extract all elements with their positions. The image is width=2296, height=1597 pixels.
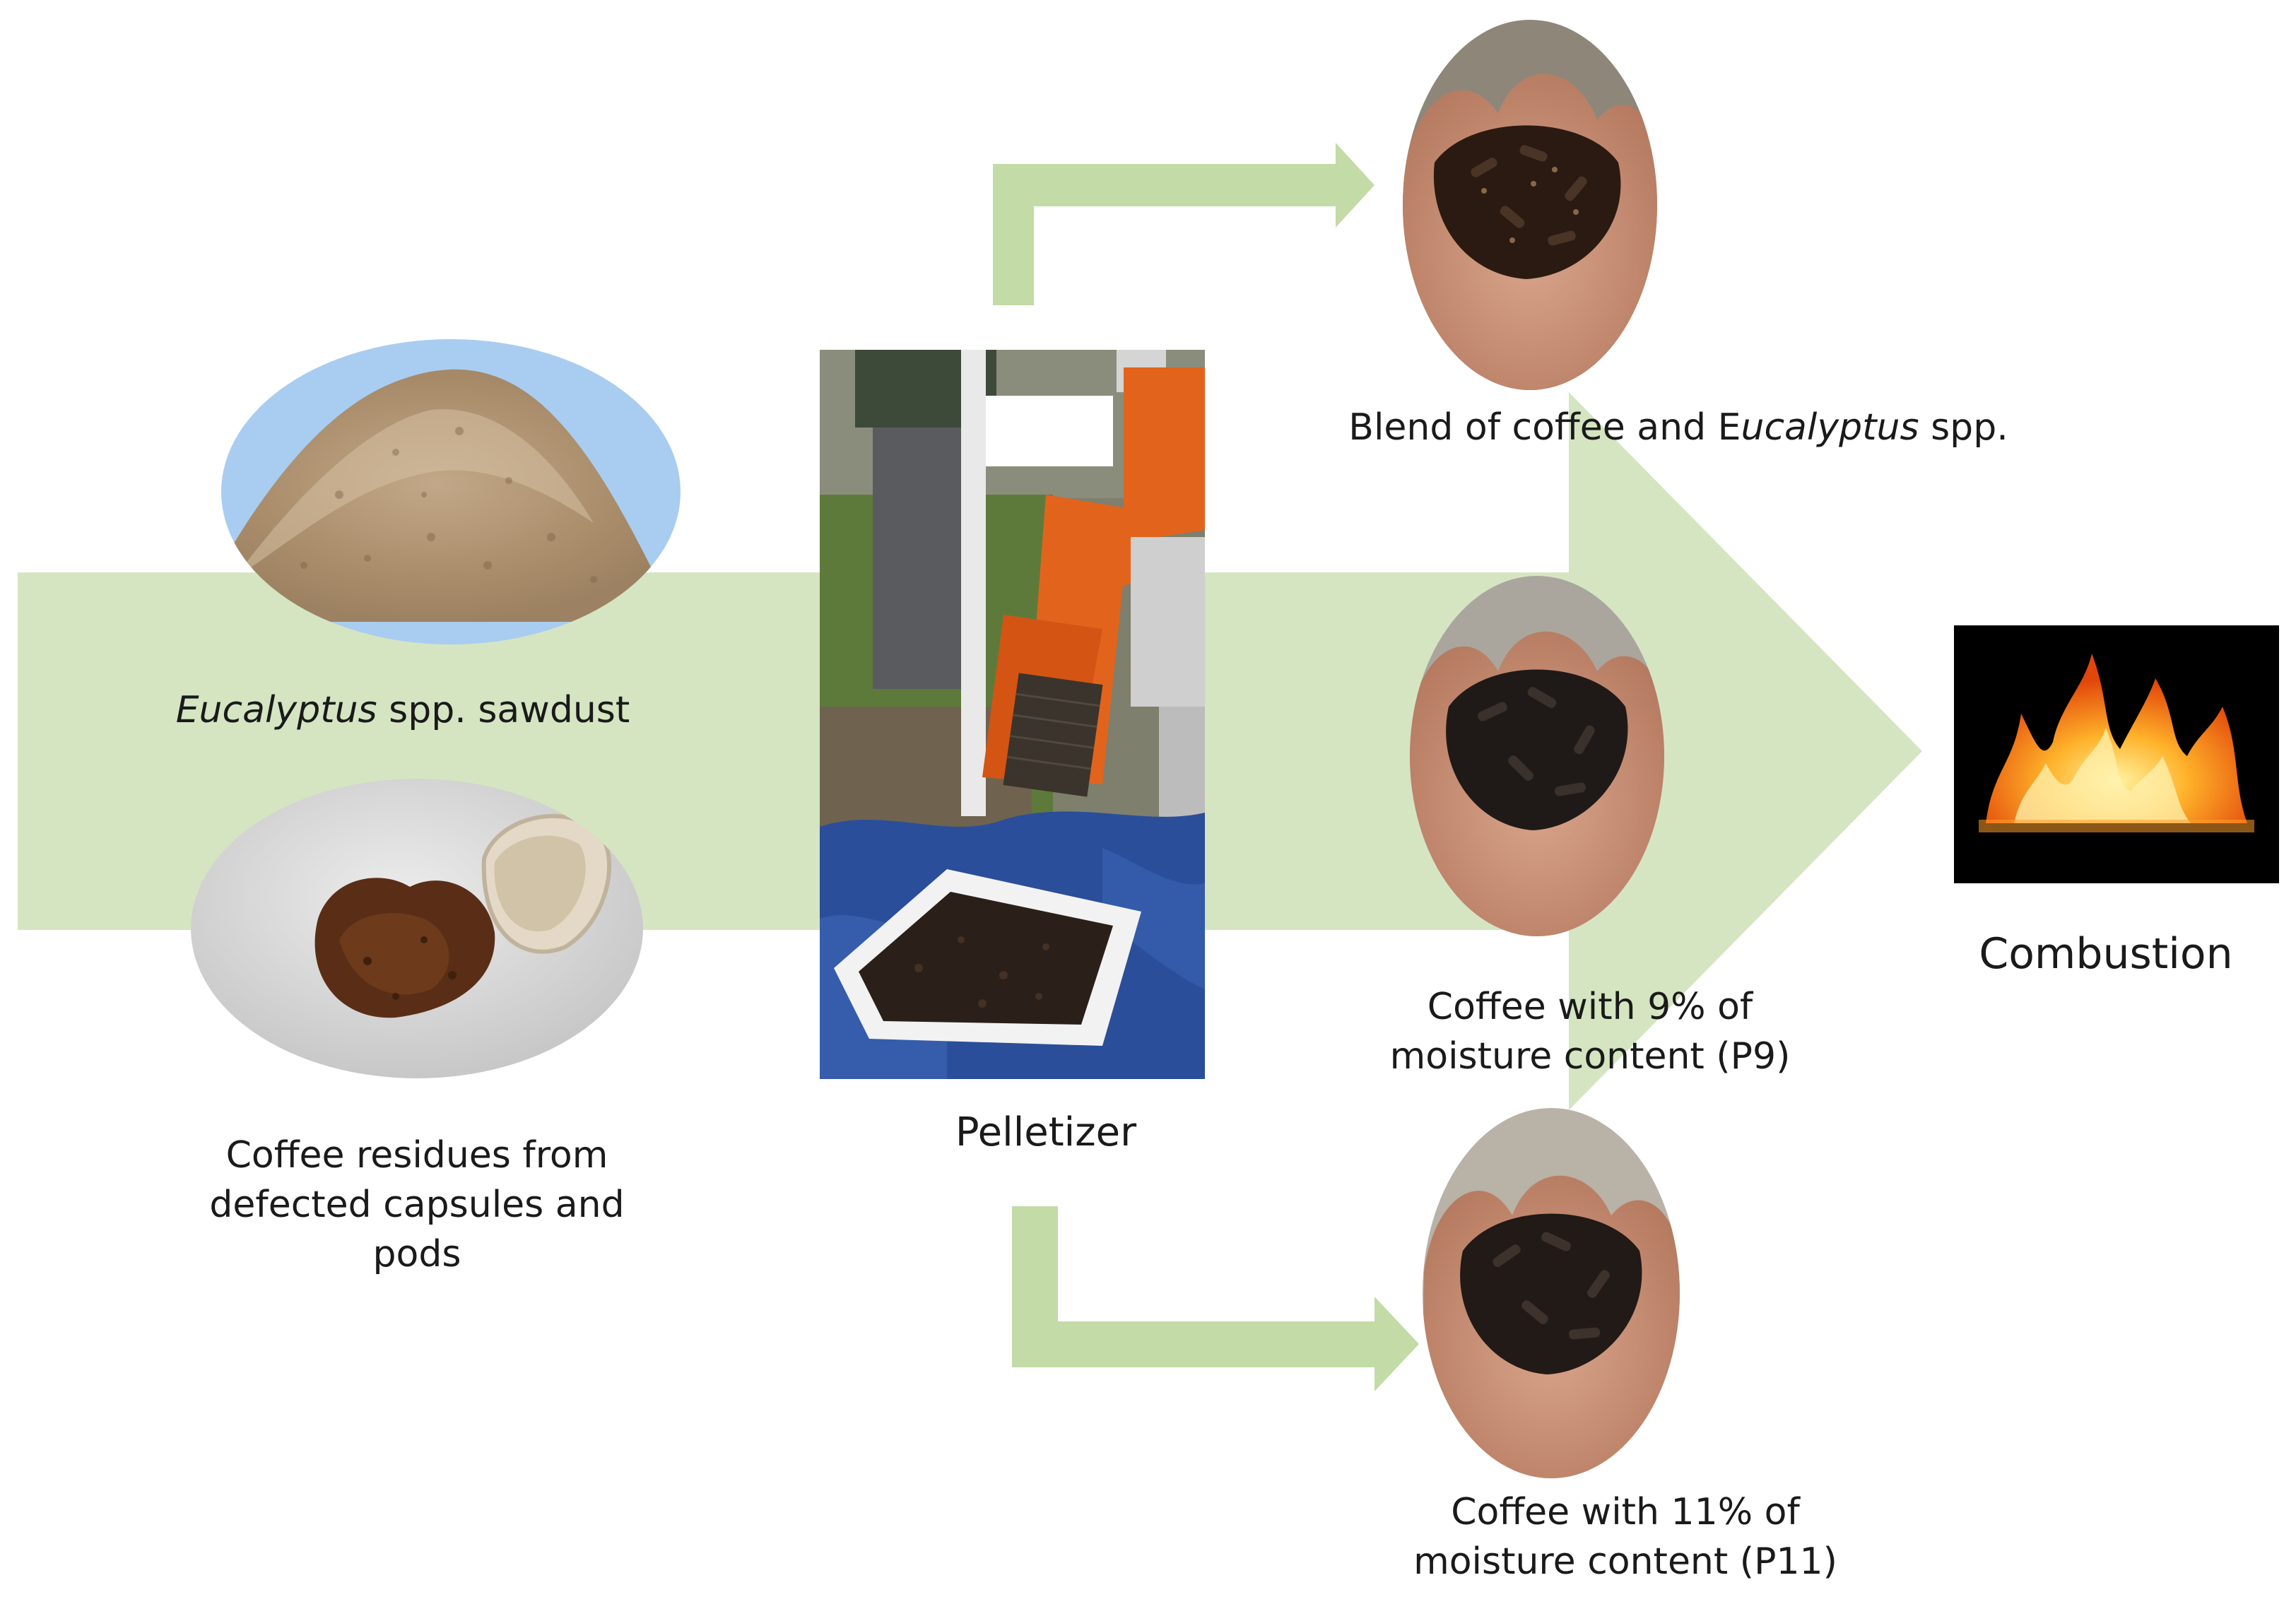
branch-arrow-blend: [993, 143, 1374, 305]
blend-label-post: spp.: [1919, 406, 2008, 449]
combustion-label: Combustion: [1979, 929, 2233, 979]
pelletizer-label: Pelletizer: [955, 1109, 1137, 1155]
p11-label-line-2: moisture content (P11): [1413, 1540, 1837, 1584]
blend-pellets-photo: [1403, 20, 1657, 390]
coffee-residues-photo: [191, 779, 643, 1078]
p9-label-line-2: moisture content (P9): [1389, 1035, 1791, 1078]
p11-label-line-1: Coffee with 11% of: [1451, 1491, 1800, 1533]
coffee-residues-line-2: defected capsules and: [209, 1184, 625, 1227]
combustion-photo: [1954, 625, 2279, 883]
blend-label-pre: Blend of coffee and E: [1348, 406, 1741, 449]
blend-label-italic: ucalyptus: [1741, 406, 1919, 449]
coffee-residues-label: Coffee residues from defected capsules a…: [127, 1131, 707, 1280]
coffee-residues-line-3: pods: [372, 1233, 461, 1276]
p9-label-line-1: Coffee with 9% of: [1427, 986, 1753, 1028]
sawdust-label-italic: Eucalyptus: [175, 689, 377, 731]
sawdust-label: Eucalyptus spp. sawdust: [134, 685, 671, 735]
branch-arrow-p11: [1012, 1206, 1419, 1391]
p11-pellets-photo: [1423, 1108, 1680, 1478]
blend-label: Blend of coffee and Eucalyptus spp.: [1272, 403, 2085, 452]
coffee-residues-line-1: Coffee residues from: [225, 1134, 608, 1177]
pelletizer-photo: [820, 350, 1205, 1079]
sawdust-photo: [221, 339, 681, 644]
p9-pellets-photo: [1410, 576, 1664, 936]
p11-label: Coffee with 11% of moisture content (P11…: [1343, 1487, 1908, 1586]
p9-label: Coffee with 9% of moisture content (P9): [1307, 982, 1873, 1081]
sawdust-label-rest: spp. sawdust: [377, 689, 630, 731]
